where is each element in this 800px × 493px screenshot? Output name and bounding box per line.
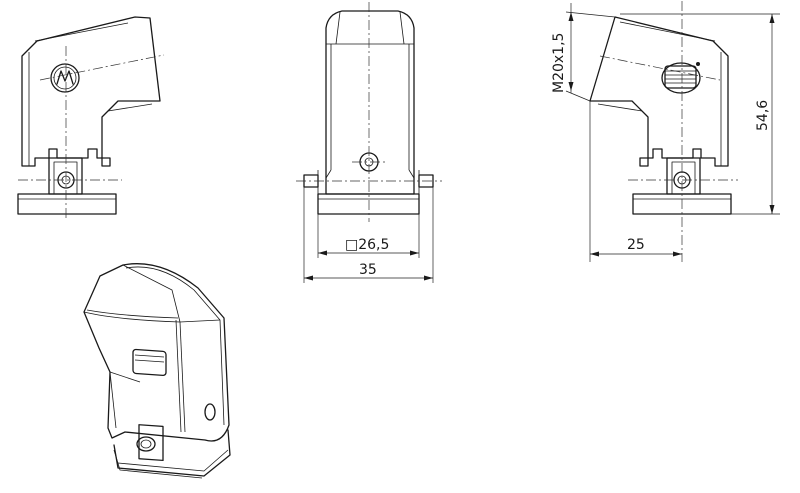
dim-overall-width: 35 [359,262,377,278]
rear-view: M20x1,5 54,6 25 [551,1,780,262]
isometric-view [83,263,231,479]
dim-square-width: □26,5 [345,237,389,253]
front-view [17,16,165,220]
side-view: □26,5 35 [296,2,442,283]
dim-thread: M20x1,5 [551,33,567,93]
dim-depth: 25 [627,237,645,253]
dim-height: 54,6 [755,100,771,131]
